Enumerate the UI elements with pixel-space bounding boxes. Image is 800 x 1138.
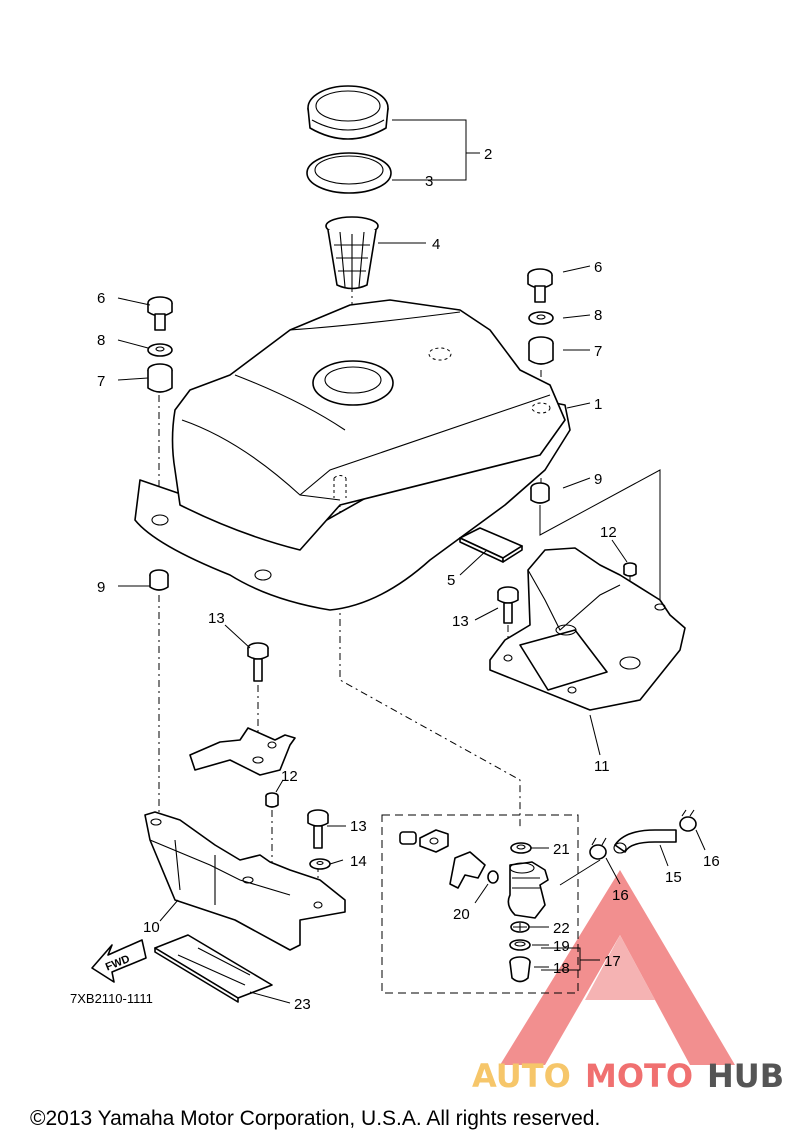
bolt-left <box>147 296 173 331</box>
callout-22: 22 <box>553 920 570 937</box>
callout-8-right: 8 <box>594 307 602 324</box>
hose-clip-lower <box>589 837 607 860</box>
cup-18 <box>509 956 531 983</box>
o-ring-20 <box>487 870 499 884</box>
frame-bracket <box>144 811 346 951</box>
callout-2: 2 <box>484 146 492 163</box>
callout-16-upper: 16 <box>703 853 720 870</box>
tank-bracket <box>489 547 686 711</box>
callout-1: 1 <box>594 396 602 413</box>
callout-13-right: 13 <box>452 613 469 630</box>
callout-3: 3 <box>425 173 433 190</box>
strainer-22 <box>510 921 530 933</box>
grommet-left <box>147 363 173 393</box>
callout-14: 14 <box>350 853 367 870</box>
fuel-cock-lever <box>399 829 449 853</box>
collar-left <box>149 569 169 591</box>
watermark-hub: HUB <box>707 1057 784 1095</box>
washer-14 <box>309 858 331 870</box>
callout-11: 11 <box>594 758 610 775</box>
callout-19: 19 <box>553 938 570 955</box>
callout-13-upper: 13 <box>208 610 225 627</box>
bracket-pad <box>154 934 273 1003</box>
callout-13-lower: 13 <box>350 818 367 835</box>
collar-right <box>530 482 550 504</box>
gasket-19 <box>509 939 531 951</box>
watermark-text: AUTO MOTO HUB <box>472 1057 784 1095</box>
bolt-13-lower <box>307 809 329 849</box>
fuel-strainer <box>325 216 379 290</box>
callout-9-right: 9 <box>594 471 602 488</box>
callout-9-left: 9 <box>97 579 105 596</box>
fuel-tank <box>134 299 571 611</box>
fuel-hose <box>613 829 677 854</box>
fuel-cock-body <box>507 861 549 919</box>
bolt-13-upper <box>247 642 269 682</box>
callout-12-left: 12 <box>281 768 298 785</box>
washer-right <box>528 311 554 325</box>
fuel-cap <box>307 85 389 140</box>
callout-16-lower: 16 <box>612 887 629 904</box>
watermark-logo <box>500 870 735 1065</box>
callout-23: 23 <box>294 996 311 1013</box>
callout-4: 4 <box>432 236 440 253</box>
callout-10: 10 <box>143 919 160 936</box>
callout-numbers: 1 2 3 4 5 6 6 7 7 8 8 9 9 10 11 12 12 13… <box>97 146 720 1013</box>
cap-plug-right <box>623 562 637 577</box>
cap-gasket <box>306 152 392 194</box>
callout-7-left: 7 <box>97 373 105 390</box>
callout-17: 17 <box>604 953 621 970</box>
watermark-auto: AUTO <box>472 1057 571 1095</box>
callout-6-left: 6 <box>97 290 105 307</box>
callout-8-left: 8 <box>97 332 105 349</box>
callout-7-right: 7 <box>594 343 602 360</box>
callout-12-right: 12 <box>600 524 617 541</box>
grommet-right <box>528 336 554 365</box>
cap-plug-left <box>265 792 279 808</box>
callout-15: 15 <box>665 869 682 886</box>
callout-21: 21 <box>553 841 570 858</box>
bolt-13-right <box>497 586 519 624</box>
callout-20: 20 <box>453 906 470 923</box>
damper-pad <box>459 527 523 563</box>
callout-leaders <box>117 119 706 1004</box>
copyright-notice: ©2013 Yamaha Motor Corporation, U.S.A. A… <box>30 1107 600 1130</box>
callout-18: 18 <box>553 960 570 977</box>
small-bracket <box>189 727 296 776</box>
watermark-moto: MOTO <box>585 1057 693 1095</box>
callout-5: 5 <box>447 572 455 589</box>
washer-left <box>147 343 173 357</box>
bolt-right <box>527 268 553 303</box>
hose-clip-upper <box>679 809 697 832</box>
diagram-code: 7XB2110-1111 <box>70 991 153 1006</box>
callout-6-right: 6 <box>594 259 602 276</box>
fwd-arrow-icon <box>91 939 147 983</box>
fuel-cock-knob <box>449 851 486 889</box>
gasket-21 <box>510 842 532 854</box>
